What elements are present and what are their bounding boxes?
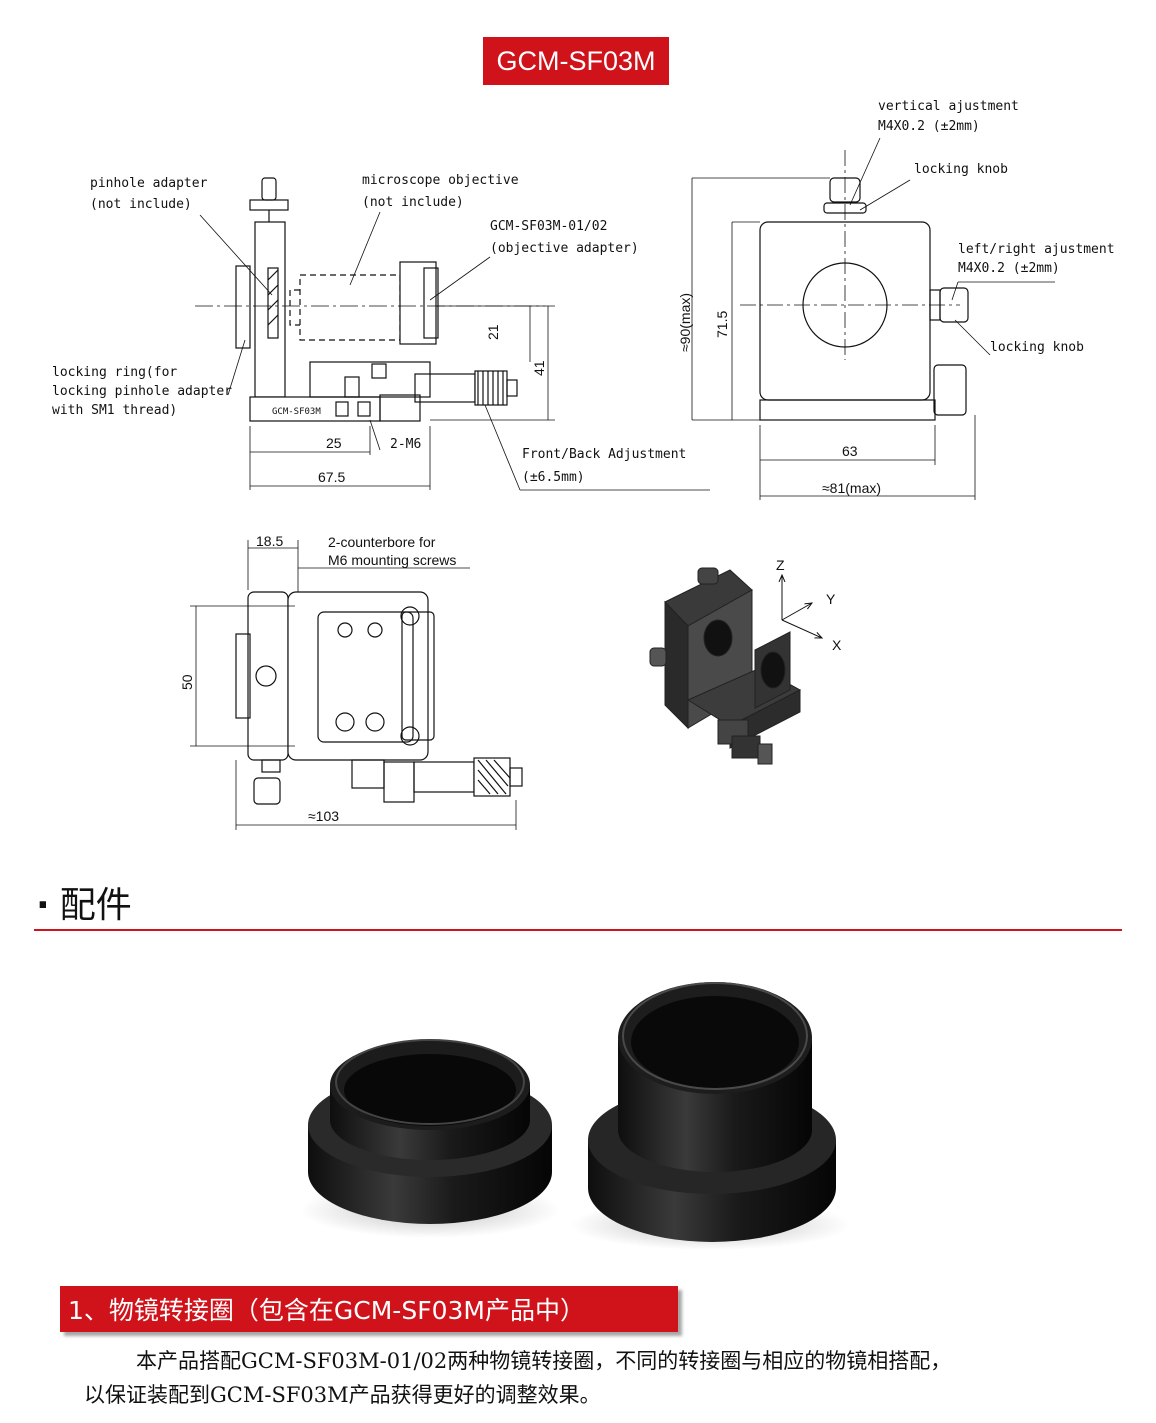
svg-text:(±6.5mm): (±6.5mm)	[522, 470, 585, 485]
svg-text:(not include): (not include)	[90, 197, 192, 212]
axis-x-label: X	[832, 637, 842, 653]
svg-text:Front/Back Adjustment: Front/Back Adjustment	[522, 447, 686, 462]
svg-text:2-counterbore for: 2-counterbore for	[328, 534, 436, 550]
description-line-2: 以保证装配到GCM-SF03M产品获得更好的调整效果。	[84, 1383, 601, 1407]
svg-text:2-M6: 2-M6	[390, 437, 421, 452]
top-view-drawing	[190, 540, 523, 830]
svg-text:(objective adapter): (objective adapter)	[490, 241, 639, 256]
svg-text:(not include): (not include)	[362, 195, 464, 210]
subsection-banner: 1、物镜转接圈（包含在GCM-SF03M产品中）	[60, 1286, 678, 1332]
svg-text:GCM-SF03M: GCM-SF03M	[272, 407, 321, 417]
svg-text:vertical ajustment: vertical ajustment	[878, 99, 1019, 114]
svg-text:18.5: 18.5	[256, 533, 283, 549]
svg-text:≈90(max): ≈90(max)	[677, 293, 693, 352]
technical-drawings: pinhole adapter (not include) microscope…	[52, 99, 1115, 830]
isometric-view	[649, 567, 802, 765]
front-view-drawing	[691, 137, 1055, 500]
top-view-labels: 18.5 2-counterbore for M6 mounting screw…	[179, 533, 456, 824]
svg-text:with SM1 thread): with SM1 thread)	[52, 403, 177, 418]
svg-text:≈81(max): ≈81(max)	[822, 480, 881, 496]
svg-text:locking knob: locking knob	[914, 162, 1008, 177]
svg-text:63: 63	[842, 443, 858, 459]
section-divider	[34, 929, 1122, 931]
svg-text:locking pinhole adapter: locking pinhole adapter	[52, 384, 232, 399]
svg-text:GCM-SF03M-01/02: GCM-SF03M-01/02	[490, 219, 607, 234]
svg-text:41: 41	[531, 360, 547, 376]
svg-text:50: 50	[179, 674, 195, 690]
svg-text:M6 mounting screws: M6 mounting screws	[328, 552, 456, 568]
axis-z-label: Z	[776, 557, 785, 573]
section-heading: ·配件	[36, 876, 132, 928]
svg-text:67.5: 67.5	[318, 469, 345, 485]
svg-text:71.5: 71.5	[714, 311, 730, 338]
description-line-1: 本产品搭配GCM-SF03M-01/02两种物镜转接圈，不同的转接圈与相应的物镜…	[136, 1349, 952, 1373]
adapter-rings-photo	[300, 982, 850, 1250]
section-bullet: ·	[36, 885, 50, 926]
side-view-drawing	[195, 177, 710, 491]
svg-text:25: 25	[326, 435, 342, 451]
description: 本产品搭配GCM-SF03M-01/02两种物镜转接圈，不同的转接圈与相应的物镜…	[84, 1344, 1084, 1412]
svg-text:≈103: ≈103	[308, 808, 339, 824]
product-title: GCM-SF03M	[483, 37, 669, 85]
svg-text:microscope objective: microscope objective	[362, 173, 519, 188]
svg-text:M4X0.2 (±2mm): M4X0.2 (±2mm)	[958, 261, 1060, 276]
svg-text:M4X0.2 (±2mm): M4X0.2 (±2mm)	[878, 119, 980, 134]
svg-text:left/right ajustment: left/right ajustment	[958, 242, 1115, 257]
section-title: 配件	[59, 885, 132, 926]
svg-text:locking knob: locking knob	[990, 340, 1084, 355]
axis-indicator	[782, 575, 822, 638]
side-view-labels: pinhole adapter (not include) microscope…	[52, 173, 686, 485]
subsection-title: 1、物镜转接圈（包含在GCM-SF03M产品中）	[68, 1296, 585, 1325]
axis-y-label: Y	[826, 591, 836, 607]
front-view-labels: vertical ajustment M4X0.2 (±2mm) locking…	[677, 99, 1115, 496]
svg-text:21: 21	[485, 324, 501, 340]
svg-text:locking ring(for: locking ring(for	[52, 365, 177, 380]
svg-text:pinhole adapter: pinhole adapter	[90, 176, 208, 191]
